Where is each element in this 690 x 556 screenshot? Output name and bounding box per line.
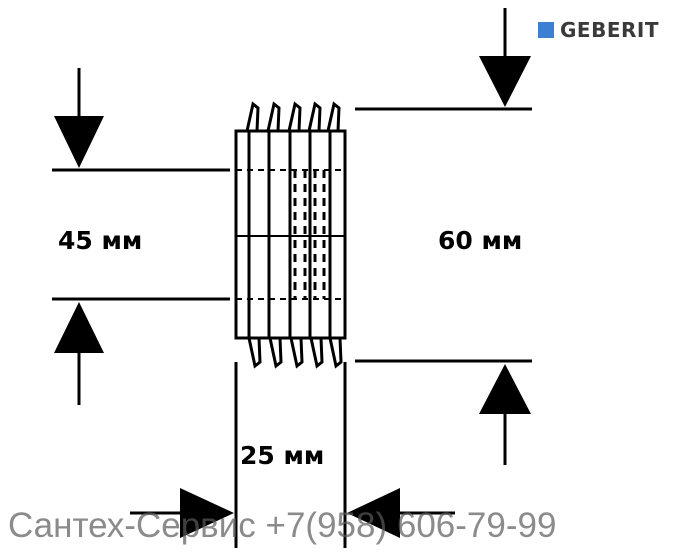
brand-logo-square-icon <box>538 22 554 38</box>
brand-logo-text: GEBERIT <box>560 18 659 42</box>
length-label: 25 мм <box>240 441 325 470</box>
inner-diameter-label: 45 мм <box>58 226 143 255</box>
watermark-text: Сантех-Сервис +7(958) 606-79-99 <box>8 506 557 545</box>
left-top-arrowhead <box>54 116 104 168</box>
bottom-right-arrowhead <box>347 488 400 538</box>
brand-logo: GEBERIT <box>538 18 659 42</box>
left-bottom-arrowhead <box>54 302 104 353</box>
right-bottom-arrowhead <box>479 364 531 414</box>
right-top-arrowhead <box>479 56 531 107</box>
cuff-seal-drawing <box>234 101 347 369</box>
outer-diameter-label: 60 мм <box>438 226 523 255</box>
bottom-left-arrowhead <box>180 488 234 538</box>
